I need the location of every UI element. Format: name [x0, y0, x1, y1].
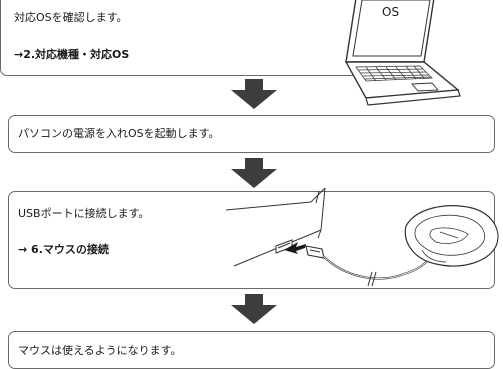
down-arrow-icon	[231, 79, 277, 109]
laptop-screen-label: OS	[382, 5, 400, 19]
laptop-illustration	[336, 0, 468, 114]
step-3-link: → 6.マウスの接続	[18, 243, 109, 256]
step-4-box	[8, 331, 495, 369]
step-2-text: パソコンの電源を入れOSを起動します。	[18, 127, 220, 140]
step-1-link: →2.対応機種・対応OS	[14, 48, 130, 61]
step-1-text: 対応OSを確認します。	[14, 11, 128, 24]
down-arrow-icon	[231, 158, 277, 188]
step-1-box	[0, 0, 371, 76]
step-2-box	[8, 115, 495, 153]
usb-mouse-illustration	[226, 186, 502, 296]
step-3-text: USBポートに接続します。	[18, 207, 150, 220]
step-4-text: マウスは使えるようになります。	[18, 344, 182, 357]
down-arrow-icon	[231, 294, 277, 324]
